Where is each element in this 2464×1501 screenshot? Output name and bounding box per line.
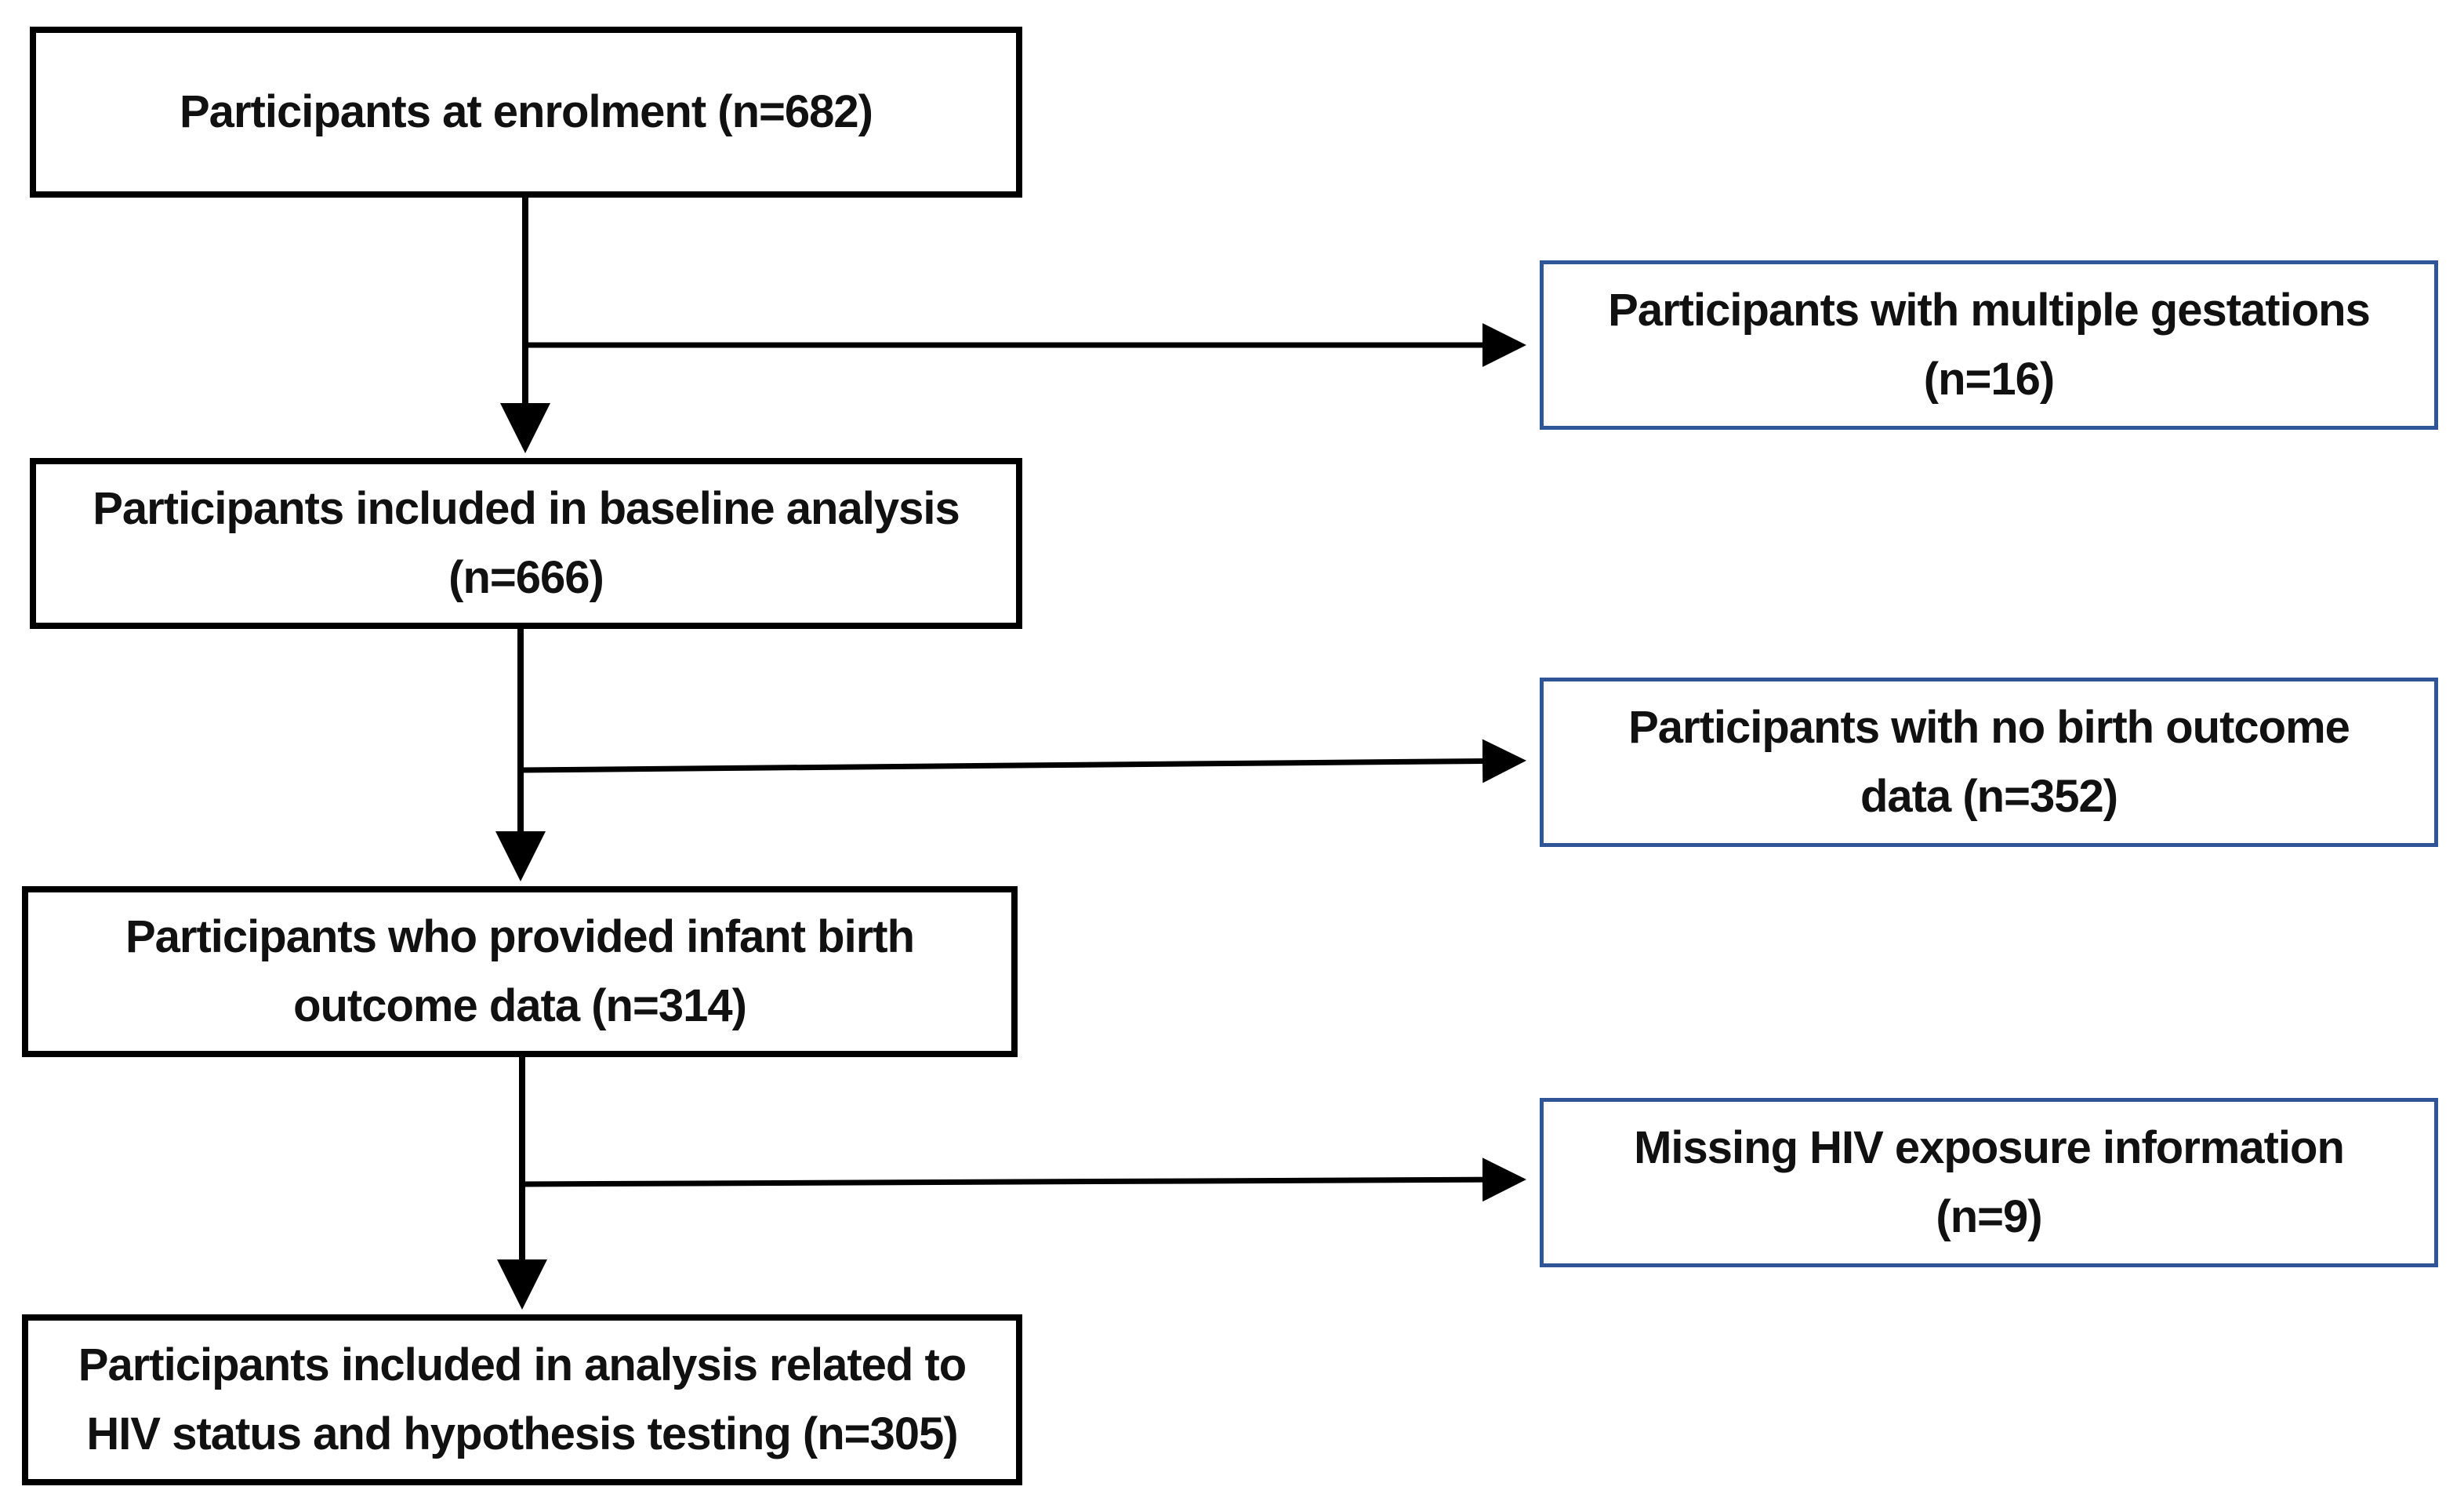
baseline-analysis-box: Participants included in baseline analys… <box>30 458 1022 629</box>
multiple-gestations-label-line1: Participants with multiple gestations <box>1608 285 2371 336</box>
birth-outcome-box: Participants who provided infant birth o… <box>22 886 1018 1057</box>
birth-outcome-label-line2: outcome data (n=314) <box>293 980 747 1031</box>
hiv-analysis-label-line1: Participants included in analysis relate… <box>78 1339 967 1390</box>
missing-hiv-label-line1: Missing HIV exposure information <box>1634 1122 2345 1173</box>
enrolment-label: Participants at enrolment (n=682) <box>180 86 873 137</box>
baseline-label-line1: Participants included in baseline analys… <box>93 483 960 534</box>
no-birth-outcome-box: Participants with no birth outcome data … <box>1540 678 2438 847</box>
multiple-gestations-label-line2: (n=16) <box>1923 354 2055 405</box>
missing-hiv-box: Missing HIV exposure information (n=9) <box>1540 1098 2438 1267</box>
baseline-label-line2: (n=666) <box>448 552 604 603</box>
arrow-to-no-birth-outcome <box>520 739 1526 783</box>
arrow-to-missing-hiv <box>521 1158 1526 1202</box>
enrolment-box: Participants at enrolment (n=682) <box>30 27 1022 198</box>
hiv-analysis-label-line2: HIV status and hypothesis testing (n=305… <box>86 1408 958 1459</box>
multiple-gestations-box: Participants with multiple gestations (n… <box>1540 260 2438 430</box>
hiv-analysis-box: Participants included in analysis relate… <box>22 1314 1022 1485</box>
birth-outcome-label-line1: Participants who provided infant birth <box>125 911 915 962</box>
missing-hiv-label-line2: (n=9) <box>1936 1191 2042 1242</box>
no-birth-outcome-label-line1: Participants with no birth outcome <box>1628 702 2350 753</box>
no-birth-outcome-label-line2: data (n=352) <box>1860 771 2118 822</box>
